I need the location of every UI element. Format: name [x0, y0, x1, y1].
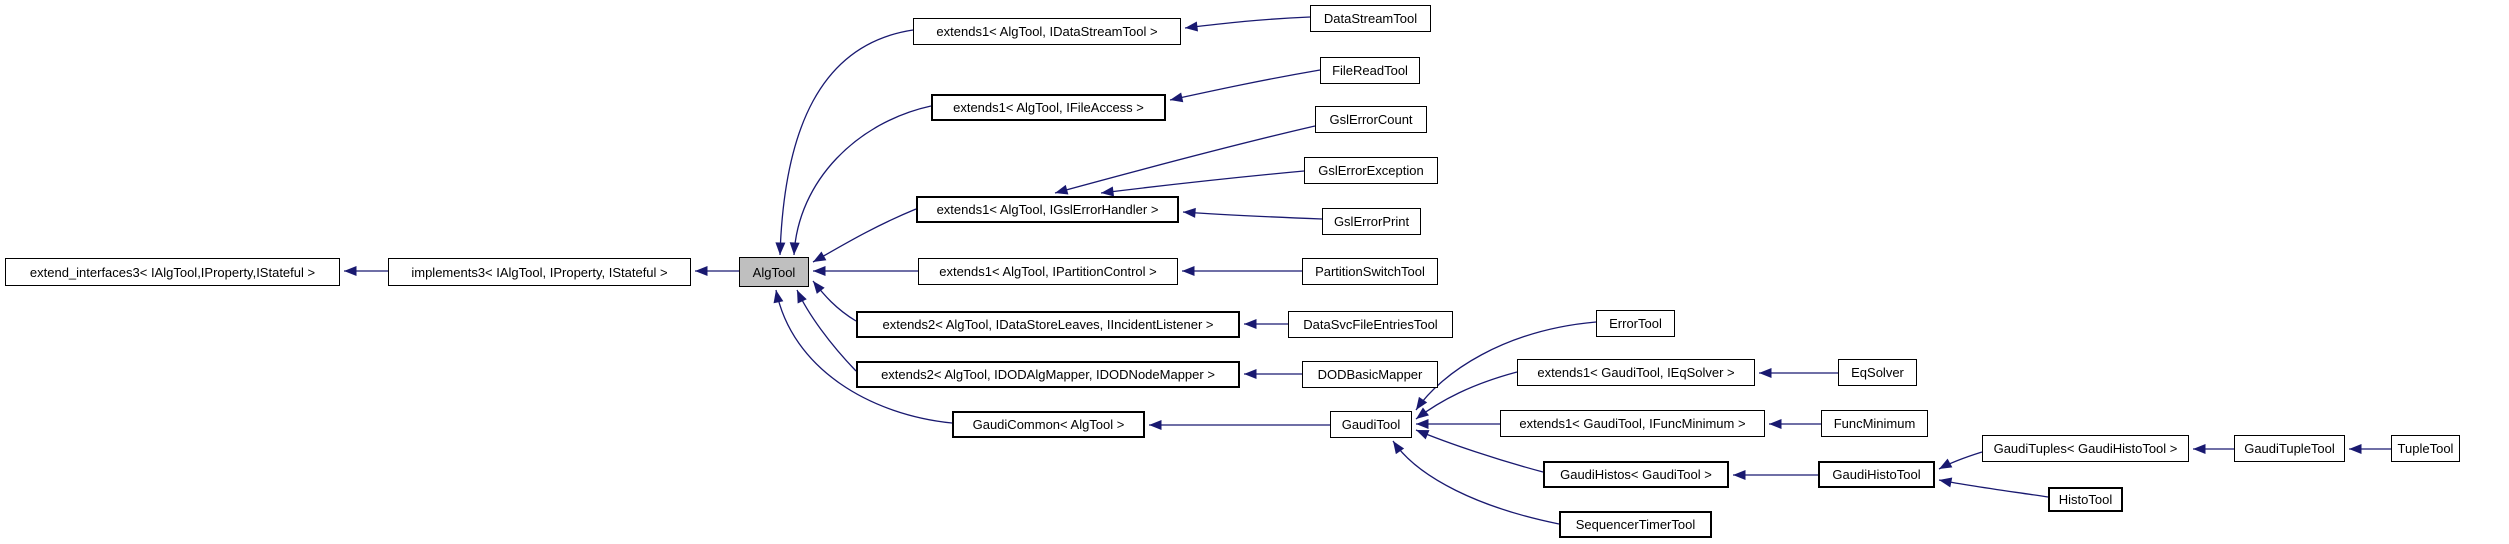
node-eq-solver[interactable]: EqSolver — [1838, 359, 1917, 386]
node-label: GaudiHistos< GaudiTool > — [1560, 467, 1712, 482]
edge-ext-fa-to-algtool — [789, 105, 932, 256]
node-extif[interactable]: extend_interfaces3< IAlgTool,IProperty,I… — [5, 258, 340, 286]
edge-fr-tool-to-ext-fa — [1169, 69, 1321, 103]
node-dod-mapper[interactable]: DODBasicMapper — [1302, 361, 1438, 388]
edge-ds-tool-to-ext-ds — [1184, 16, 1311, 32]
node-label: GslErrorCount — [1329, 112, 1413, 127]
node-tuple-tool[interactable]: TupleTool — [2391, 435, 2460, 462]
node-label: ErrorTool — [1609, 316, 1662, 331]
edge-gaudi-tuples-to-gaudi-histo-tool — [1938, 451, 1983, 470]
edge-gsl-count-to-ext-gsl — [1054, 125, 1316, 195]
node-ext-fm[interactable]: extends1< GaudiTool, IFuncMinimum > — [1500, 410, 1765, 437]
node-fr-tool[interactable]: FileReadTool — [1320, 57, 1420, 84]
node-label: GslErrorException — [1318, 163, 1424, 178]
node-ds-tool[interactable]: DataStreamTool — [1310, 5, 1431, 32]
node-ext2-dsl[interactable]: extends2< AlgTool, IDataStoreLeaves, IIn… — [856, 311, 1240, 338]
node-label: extends2< AlgTool, IDODAlgMapper, IDODNo… — [881, 367, 1215, 382]
node-label: EqSolver — [1851, 365, 1904, 380]
node-func-min[interactable]: FuncMinimum — [1821, 410, 1928, 437]
node-label: GaudiTupleTool — [2244, 441, 2335, 456]
node-label: extends1< AlgTool, IFileAccess > — [953, 100, 1144, 115]
node-gcommon[interactable]: GaudiCommon< AlgTool > — [952, 411, 1145, 438]
node-gsl-exc[interactable]: GslErrorException — [1304, 157, 1438, 184]
node-label: HistoTool — [2058, 492, 2113, 507]
node-algtool: AlgTool — [739, 257, 809, 287]
node-label: extends1< AlgTool, IGslErrorHandler > — [936, 202, 1159, 217]
node-gaudi-tuple-tool[interactable]: GaudiTupleTool — [2234, 435, 2345, 462]
node-gaudi-tool[interactable]: GaudiTool — [1330, 411, 1412, 438]
edge-gsl-exc-to-ext-gsl — [1100, 170, 1305, 197]
edge-ext2-dod-to-algtool — [796, 289, 857, 372]
edge-ext-ds-to-algtool — [775, 29, 914, 256]
node-label: extend_interfaces3< IAlgTool,IProperty,I… — [29, 264, 316, 280]
node-label: DataSvcFileEntriesTool — [1303, 317, 1438, 332]
edge-gcommon-to-algtool — [773, 289, 953, 424]
node-ext-gsl[interactable]: extends1< AlgTool, IGslErrorHandler > — [916, 196, 1179, 223]
node-label: SequencerTimerTool — [1575, 517, 1696, 532]
node-gaudi-tuples[interactable]: GaudiTuples< GaudiHistoTool > — [1982, 435, 2189, 462]
node-ext2-dod[interactable]: extends2< AlgTool, IDODAlgMapper, IDODNo… — [856, 361, 1240, 388]
node-label: GaudiHistoTool — [1832, 467, 1921, 482]
node-label: extends1< AlgTool, IDataStreamTool > — [936, 24, 1158, 39]
node-error-tool[interactable]: ErrorTool — [1596, 310, 1675, 337]
node-histo-tool[interactable]: HistoTool — [2048, 487, 2123, 512]
node-label: TupleTool — [2397, 441, 2454, 456]
edge-ext-eq-to-gaudi-tool — [1415, 371, 1518, 420]
node-gsl-count[interactable]: GslErrorCount — [1315, 106, 1427, 133]
node-label: implements3< IAlgTool, IProperty, IState… — [411, 264, 668, 280]
edge-ext2-dsl-to-algtool — [812, 280, 857, 322]
node-label: DODBasicMapper — [1317, 367, 1423, 382]
node-label: extends1< GaudiTool, IFuncMinimum > — [1519, 416, 1746, 431]
node-label: FileReadTool — [1332, 63, 1408, 78]
edge-error-tool-to-gaudi-tool — [1415, 321, 1597, 411]
node-ext-pc[interactable]: extends1< AlgTool, IPartitionControl > — [918, 258, 1178, 285]
node-label: DataStreamTool — [1323, 11, 1418, 26]
node-label: GaudiTool — [1341, 417, 1401, 432]
edge-gsl-print-to-ext-gsl — [1182, 207, 1323, 220]
edge-seq-timer-tool-to-gaudi-tool — [1392, 440, 1560, 525]
edge-gaudi-histos-to-gaudi-tool — [1415, 429, 1544, 473]
edge-histo-tool-to-gaudi-histo-tool — [1938, 477, 2049, 498]
node-label: GslErrorPrint — [1333, 214, 1410, 229]
node-label: GaudiCommon< AlgTool > — [972, 417, 1125, 432]
node-impl3[interactable]: implements3< IAlgTool, IProperty, IState… — [388, 258, 691, 286]
node-label: extends1< GaudiTool, IEqSolver > — [1537, 365, 1735, 380]
node-ext-eq[interactable]: extends1< GaudiTool, IEqSolver > — [1517, 359, 1755, 386]
edge-ext-gsl-to-algtool — [812, 208, 917, 263]
node-label: extends2< AlgTool, IDataStoreLeaves, IIn… — [882, 317, 1214, 332]
node-dsvc-tool[interactable]: DataSvcFileEntriesTool — [1288, 311, 1453, 338]
node-gaudi-histos[interactable]: GaudiHistos< GaudiTool > — [1543, 461, 1729, 488]
node-gsl-print[interactable]: GslErrorPrint — [1322, 208, 1421, 235]
node-label: GaudiTuples< GaudiHistoTool > — [1993, 441, 2178, 456]
node-seq-timer-tool[interactable]: SequencerTimerTool — [1559, 511, 1712, 538]
node-label: PartitionSwitchTool — [1315, 264, 1425, 279]
node-gaudi-histo-tool[interactable]: GaudiHistoTool — [1818, 461, 1935, 488]
node-ps-tool[interactable]: PartitionSwitchTool — [1302, 258, 1438, 285]
node-label: FuncMinimum — [1833, 416, 1916, 431]
node-ext-fa[interactable]: extends1< AlgTool, IFileAccess > — [931, 94, 1166, 121]
node-label: extends1< AlgTool, IPartitionControl > — [939, 264, 1157, 279]
node-label: AlgTool — [752, 264, 796, 280]
node-ext-ds[interactable]: extends1< AlgTool, IDataStreamTool > — [913, 18, 1181, 45]
